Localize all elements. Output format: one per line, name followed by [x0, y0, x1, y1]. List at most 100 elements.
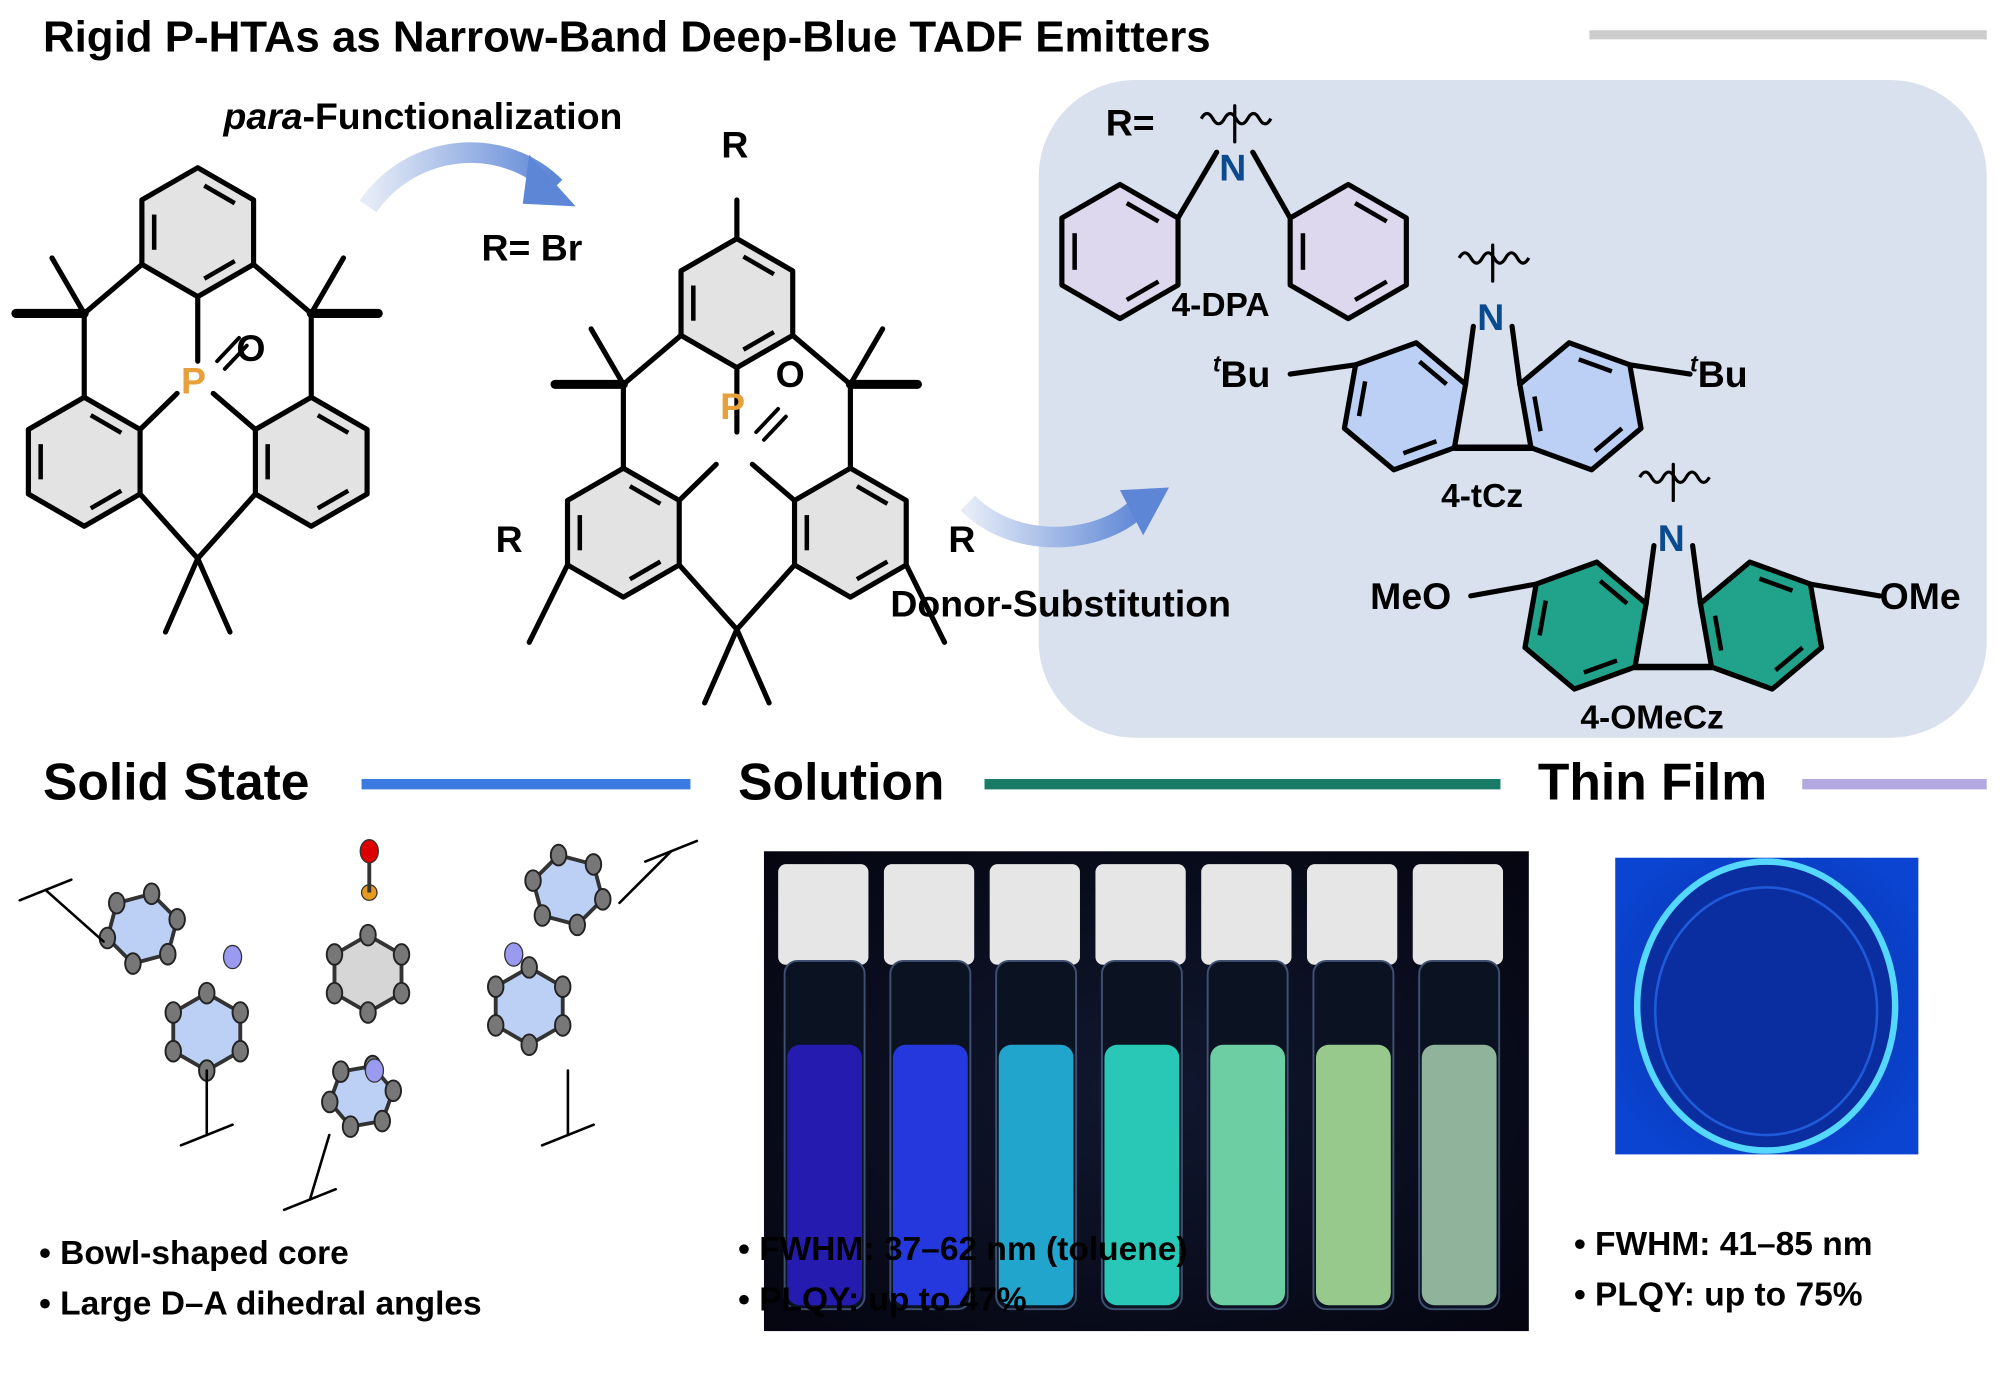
- double-bond: [1774, 645, 1804, 672]
- tbu-bond: [282, 1187, 338, 1212]
- double-bond: [203, 183, 236, 206]
- meo-label: MeO: [1370, 575, 1451, 617]
- carbon-atom: [98, 926, 117, 950]
- r-top-label: R: [721, 123, 748, 165]
- double-bond: [855, 484, 889, 506]
- tbu-bond: [18, 878, 73, 902]
- carbon-atom: [124, 952, 142, 975]
- bond: [847, 326, 886, 387]
- oxygen-atom: [359, 839, 379, 864]
- donor-panel: [1038, 79, 1987, 738]
- vial-solution: [998, 1044, 1074, 1306]
- bullet: • FWHM: 41–85 nm: [1574, 1226, 1873, 1263]
- step2-label: Donor-Substitution: [890, 583, 1231, 625]
- carbon-atom: [584, 853, 603, 876]
- double-bond: [89, 488, 123, 511]
- bond: [195, 555, 233, 635]
- tcz-label: 4-tCz: [1441, 478, 1523, 515]
- dpa-label: 4-DPA: [1172, 287, 1270, 324]
- double-bond: [203, 259, 236, 281]
- double-bond: [742, 330, 776, 352]
- n-atom-label: N: [1219, 147, 1246, 189]
- bond: [526, 562, 571, 645]
- bond: [210, 390, 258, 433]
- carbon-atom: [325, 981, 344, 1005]
- bond: [620, 332, 684, 387]
- arrow-head: [1119, 487, 1169, 536]
- carbon-atom: [392, 981, 411, 1005]
- tbu-bond: [179, 1123, 234, 1147]
- carbon-atom: [159, 942, 177, 966]
- tbu-bond: [308, 1133, 331, 1201]
- bond: [1250, 149, 1293, 221]
- nitrogen-atom: [504, 942, 524, 967]
- carbon-atom: [568, 913, 586, 937]
- bond: [49, 255, 87, 317]
- bond: [903, 562, 948, 645]
- bond: [734, 562, 798, 633]
- carbon-atom: [487, 975, 505, 998]
- double-bond: [1125, 201, 1160, 224]
- film-ring: [1633, 858, 1899, 1154]
- carbon-atom: [325, 943, 344, 966]
- bond: [195, 491, 258, 562]
- tbu-right-label: tBu: [1690, 350, 1748, 394]
- section-title-solution: Solution: [738, 753, 944, 811]
- double-bond: [1537, 600, 1548, 636]
- page-title: Rigid P-HTAs as Narrow-Band Deep-Blue TA…: [43, 13, 1211, 62]
- ring: [171, 990, 243, 1073]
- carbon-atom: [549, 843, 568, 867]
- bullet: • Large D–A dihedral angles: [39, 1285, 482, 1322]
- film-inner-ring: [1653, 886, 1879, 1137]
- carbon-atom: [373, 1109, 391, 1133]
- r-left-label: R: [496, 518, 523, 560]
- carbon-atom: [524, 869, 542, 892]
- tbu-bond: [44, 888, 105, 943]
- tbu-left-label: tBu: [1213, 350, 1271, 394]
- vial-solution: [1421, 1044, 1497, 1306]
- bullet: • Bowl-shaped core: [39, 1235, 349, 1272]
- tbu-bond: [644, 839, 699, 863]
- double-bond: [1583, 658, 1618, 675]
- bond: [676, 562, 740, 633]
- double-bond: [1353, 279, 1388, 302]
- bullet: • PLQY: up to 75%: [1574, 1276, 1863, 1313]
- carbon-atom: [359, 923, 377, 947]
- nitrogen-atom: [364, 1058, 385, 1083]
- vial-cap: [883, 864, 975, 965]
- bond: [790, 332, 853, 387]
- double-bond: [1356, 380, 1368, 417]
- bond: [1807, 581, 1883, 599]
- bond: [676, 461, 719, 504]
- vial: [778, 864, 869, 1311]
- benzene-ring: [25, 394, 143, 529]
- bond: [137, 390, 180, 433]
- bond: [1468, 581, 1539, 599]
- p-atom-label: P: [181, 359, 206, 401]
- r-right-label: R: [948, 518, 975, 560]
- double-bond: [1353, 201, 1388, 224]
- carbon-atom: [520, 956, 538, 979]
- vial-solution: [1210, 1044, 1286, 1306]
- vial-cap: [778, 864, 869, 965]
- n-atom-label: N: [1477, 296, 1504, 338]
- benzene-ring: [564, 465, 682, 600]
- bond: [1627, 362, 1693, 377]
- double-bond: [1125, 279, 1160, 302]
- double-bond: [316, 413, 350, 435]
- bullet: • FWHM: 37–62 nm (toluene): [738, 1231, 1187, 1268]
- double-bond: [628, 559, 662, 582]
- carbon-atom: [341, 1115, 360, 1138]
- bond: [215, 335, 241, 364]
- bond: [137, 491, 201, 562]
- vial: [1095, 864, 1186, 1311]
- double-bond: [1532, 396, 1543, 432]
- vial-solution: [1316, 1044, 1391, 1306]
- substitution-arrow: [960, 495, 1150, 548]
- n-atom-label: N: [1658, 517, 1685, 559]
- ring: [493, 965, 565, 1047]
- benzene-ring: [678, 236, 796, 371]
- benzene-ring: [139, 165, 257, 300]
- tcz-donor-structure: [1287, 243, 1693, 473]
